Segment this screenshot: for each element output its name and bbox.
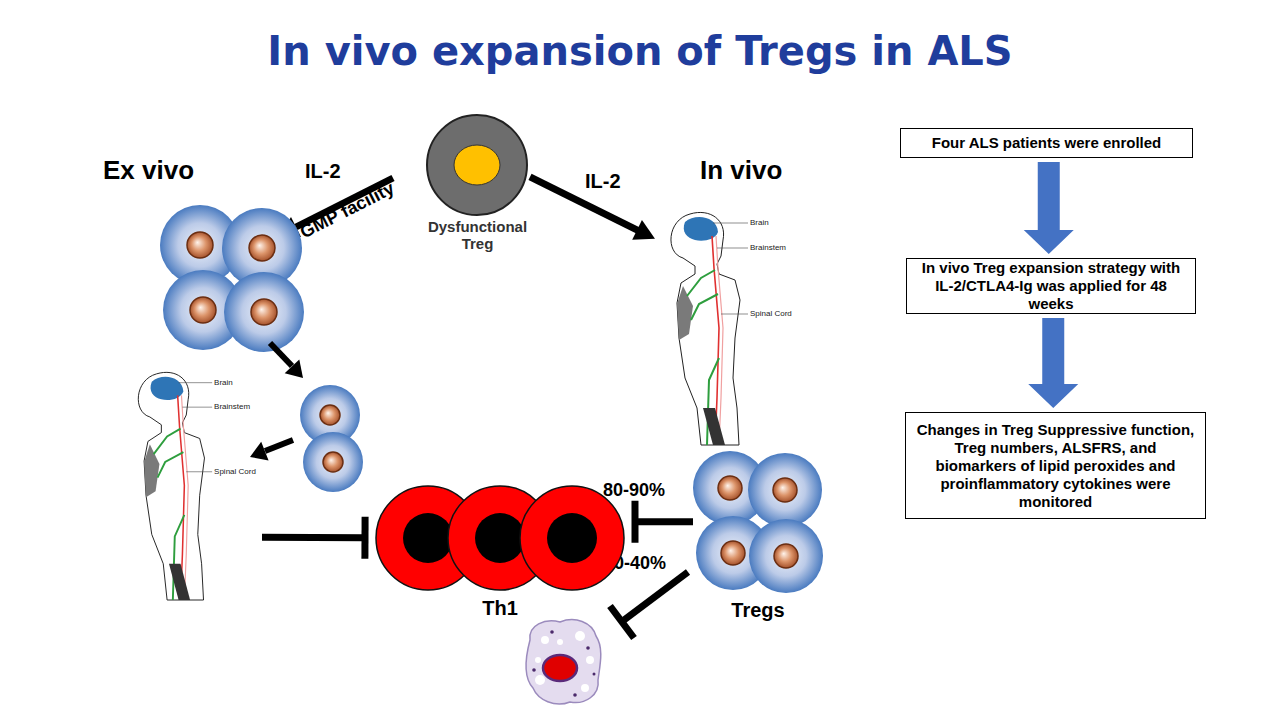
cytokine-label: IL-2 <box>305 160 341 183</box>
infused-treg-pair <box>300 385 363 492</box>
diagram-title: In vivo expansion of Tregs in ALS <box>0 28 1280 74</box>
arrow-line <box>530 177 639 231</box>
th1-cells: Th1 <box>375 484 625 624</box>
node-text: Brainstem <box>750 243 786 252</box>
expanded-treg-cluster <box>160 205 304 352</box>
inhibition-bar <box>631 501 638 543</box>
node-text: Brain <box>214 378 233 387</box>
node-text: Spinal Cord <box>214 467 256 476</box>
inhibition-line <box>262 534 365 541</box>
edge-label: IL-2 <box>585 170 621 193</box>
arrow-head <box>632 220 655 240</box>
block-arrow <box>1024 162 1074 254</box>
edge-label: 80-90% <box>603 480 665 501</box>
section-heading: In vivo <box>700 155 782 186</box>
node-text: Dysfunctional Treg <box>419 218 536 252</box>
node-text: Brainstem <box>214 402 250 411</box>
node-text: Tregs <box>693 598 823 622</box>
treg-cluster-art <box>693 450 823 625</box>
inhibition-bar <box>361 517 368 559</box>
connector <box>262 517 365 559</box>
facility-label: GMP facility <box>297 178 398 243</box>
human-figure: BrainBrainstemSpinal Cord <box>123 368 262 600</box>
node-text: Four ALS patients were enrolled <box>932 134 1161 152</box>
inhibition-bar <box>610 572 688 638</box>
block-arrow <box>1028 318 1078 408</box>
inhibition-line <box>635 518 693 525</box>
process-box: Changes in Treg Suppressive function, Tr… <box>905 412 1206 519</box>
dysfunctional-treg: Dysfunctional Treg <box>425 113 530 255</box>
treg-cluster: Tregs <box>693 450 823 625</box>
infusion-arrow <box>250 440 293 460</box>
node-text: In vivo Treg expansion strategy with IL-… <box>915 259 1187 313</box>
section-heading: Ex vivo <box>103 155 194 186</box>
node-text: Spinal Cord <box>750 309 792 318</box>
node-text: Changes in Treg Suppressive function, Tr… <box>914 421 1197 511</box>
process-box: In vivo Treg expansion strategy with IL-… <box>906 258 1196 314</box>
human-figure: BrainBrainstemSpinal Cord <box>655 208 800 445</box>
connector <box>635 501 693 543</box>
transfer-arrow <box>270 343 303 378</box>
connector <box>1028 318 1078 408</box>
connector <box>1024 162 1074 254</box>
process-box: Four ALS patients were enrolled <box>900 128 1193 158</box>
node-text: Th1 <box>375 596 625 620</box>
macrophage-cell <box>526 620 601 704</box>
node-text: Brain <box>750 218 769 227</box>
